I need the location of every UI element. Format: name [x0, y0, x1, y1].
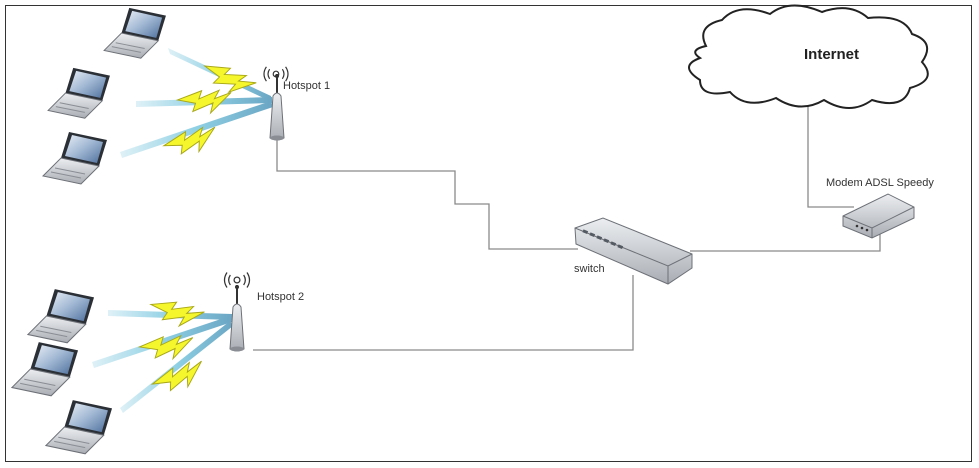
laptop-icon — [12, 342, 78, 396]
internet-label: Internet — [804, 46, 859, 63]
wired-links — [253, 94, 880, 350]
modem-icon — [843, 194, 914, 238]
link-switch-hotspot2 — [253, 275, 633, 350]
link-switch-modem — [690, 228, 880, 251]
laptop-icon — [104, 8, 166, 58]
link-hotspot1-switch — [277, 135, 578, 249]
switch-label: switch — [574, 263, 605, 275]
laptops — [12, 8, 166, 454]
link-modem-internet — [808, 94, 854, 207]
wireless-access-point-icon — [230, 285, 244, 352]
wireless-beams-hotspot2 — [92, 310, 233, 413]
modem-label: Modem ADSL Speedy — [826, 177, 934, 189]
laptop-icon — [48, 68, 110, 118]
lightning-bolt-icon — [162, 122, 221, 162]
laptop-icon — [43, 132, 107, 184]
laptop-icon — [46, 400, 112, 454]
hotspot2-label: Hotspot 2 — [257, 291, 304, 303]
hotspot1-label: Hotspot 1 — [283, 80, 330, 92]
laptop-icon — [28, 289, 94, 343]
wireless-access-point-icon — [270, 74, 284, 141]
